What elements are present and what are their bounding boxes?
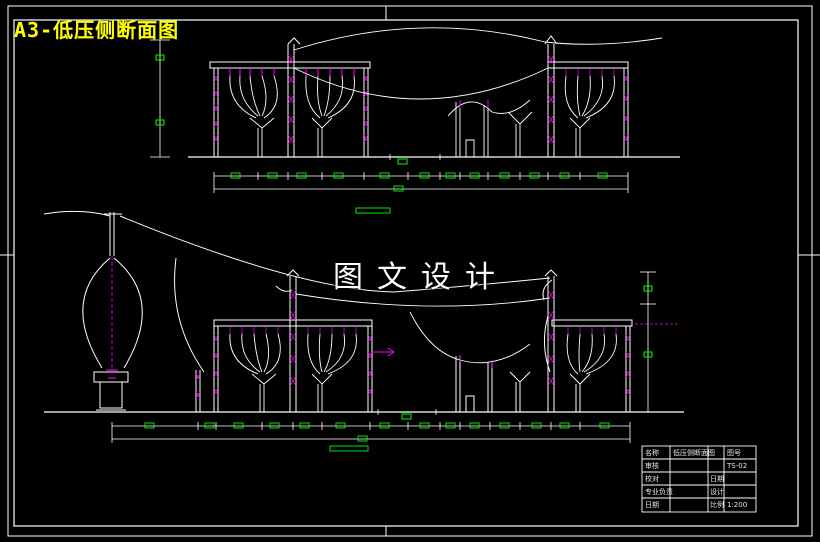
tb-r1c2: 低压侧断面图 [673, 448, 715, 457]
tb-r5c3: 比例 [710, 500, 724, 509]
tb-r5c1: 日期 [645, 501, 659, 509]
tb-r1c1: 名称 [645, 448, 659, 457]
tb-r4c3: 设计 [710, 487, 724, 496]
drawing-frame [0, 5, 820, 537]
title-block: 名称 低压侧断面图 图号 审核 TS-02 校对 日期 专业负责 设计 日期 比… [641, 445, 757, 513]
tb-r3c3: 日期 [710, 475, 724, 483]
tb-r2c3: TS-02 [726, 462, 747, 470]
tb-r3c1: 校对 [645, 474, 659, 483]
tb-r5c4: 1:200 [727, 501, 747, 509]
drawing-title: A3-低压侧断面图 [14, 18, 180, 42]
bottom-section [43, 210, 684, 452]
tb-r1c3: 图号 [727, 449, 741, 457]
tb-r4c1: 专业负责 [645, 487, 673, 496]
tb-r2c1: 审核 [645, 461, 659, 470]
watermark-text: 图文设计 [333, 260, 509, 295]
top-section [150, 27, 680, 214]
